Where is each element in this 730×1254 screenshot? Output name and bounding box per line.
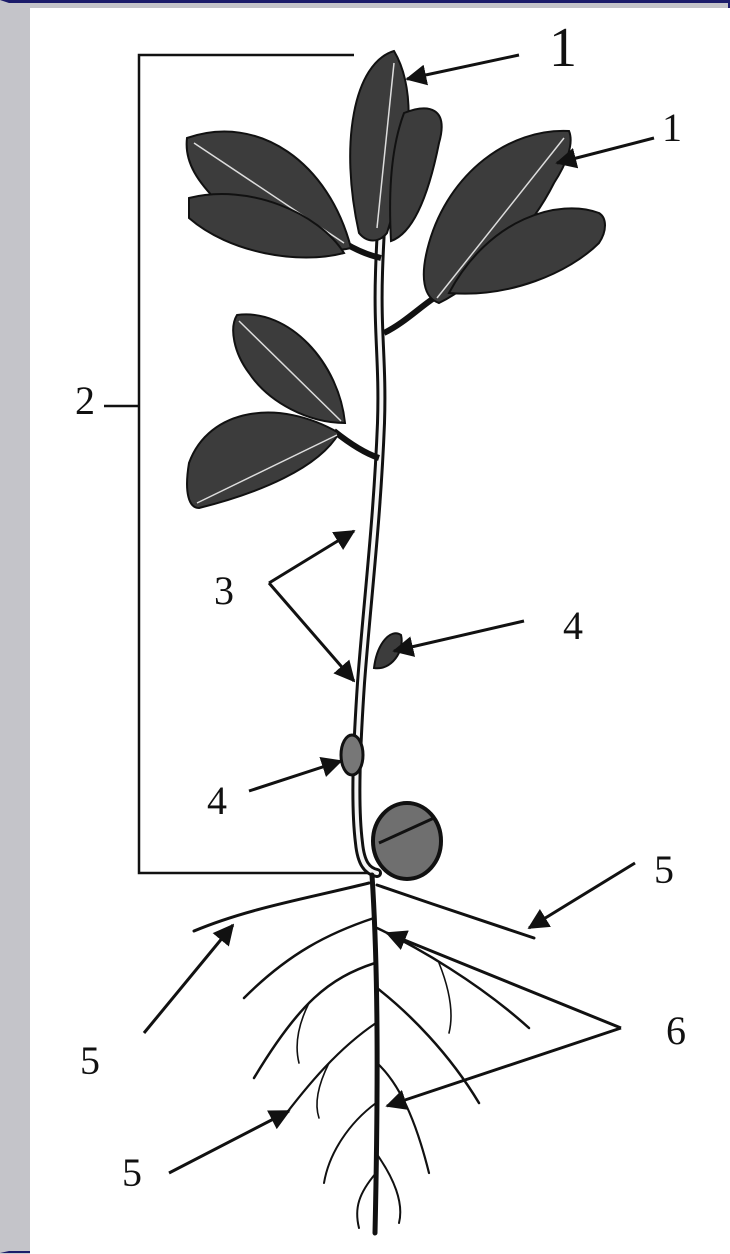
arrow-main-root-lower — [387, 1028, 621, 1106]
root-system — [194, 875, 534, 1233]
label-internode: 3 — [214, 571, 234, 611]
leaf-top — [350, 51, 441, 241]
lateral-root — [377, 885, 534, 938]
leaf-left-lower — [187, 314, 345, 508]
arrow-leaf-top — [407, 55, 519, 79]
label-root-bottom: 5 — [122, 1153, 142, 1193]
label-bud-lower: 4 — [207, 781, 227, 821]
arrow-root-right — [529, 863, 635, 928]
arrow-main-root-upper — [387, 933, 621, 1028]
label-leaf-top: 1 — [549, 20, 577, 76]
petiole — [384, 298, 434, 333]
label-root-right: 5 — [654, 850, 674, 890]
arrow-bud-upper — [394, 621, 524, 651]
petiole — [334, 431, 379, 458]
bud-lower — [341, 735, 363, 775]
label-bud-upper: 4 — [563, 606, 583, 646]
arrow-internode-upper — [269, 531, 354, 583]
label-shoot: 2 — [75, 381, 95, 421]
label-root-left: 5 — [80, 1041, 100, 1081]
arrow-internode-lower — [269, 583, 354, 681]
plant-diagram — [30, 8, 730, 1254]
label-main-root: 6 — [666, 1011, 686, 1051]
arrow-bud-lower — [249, 761, 341, 791]
arrow-root-bottom — [169, 1111, 289, 1173]
lateral-root — [194, 883, 369, 931]
diagram-canvas: 1 1 2 3 4 4 5 5 6 5 — [30, 8, 730, 1254]
arrow-root-left — [144, 925, 233, 1033]
leaf-left-upper — [187, 132, 351, 258]
label-leaf-right: 1 — [662, 108, 682, 148]
